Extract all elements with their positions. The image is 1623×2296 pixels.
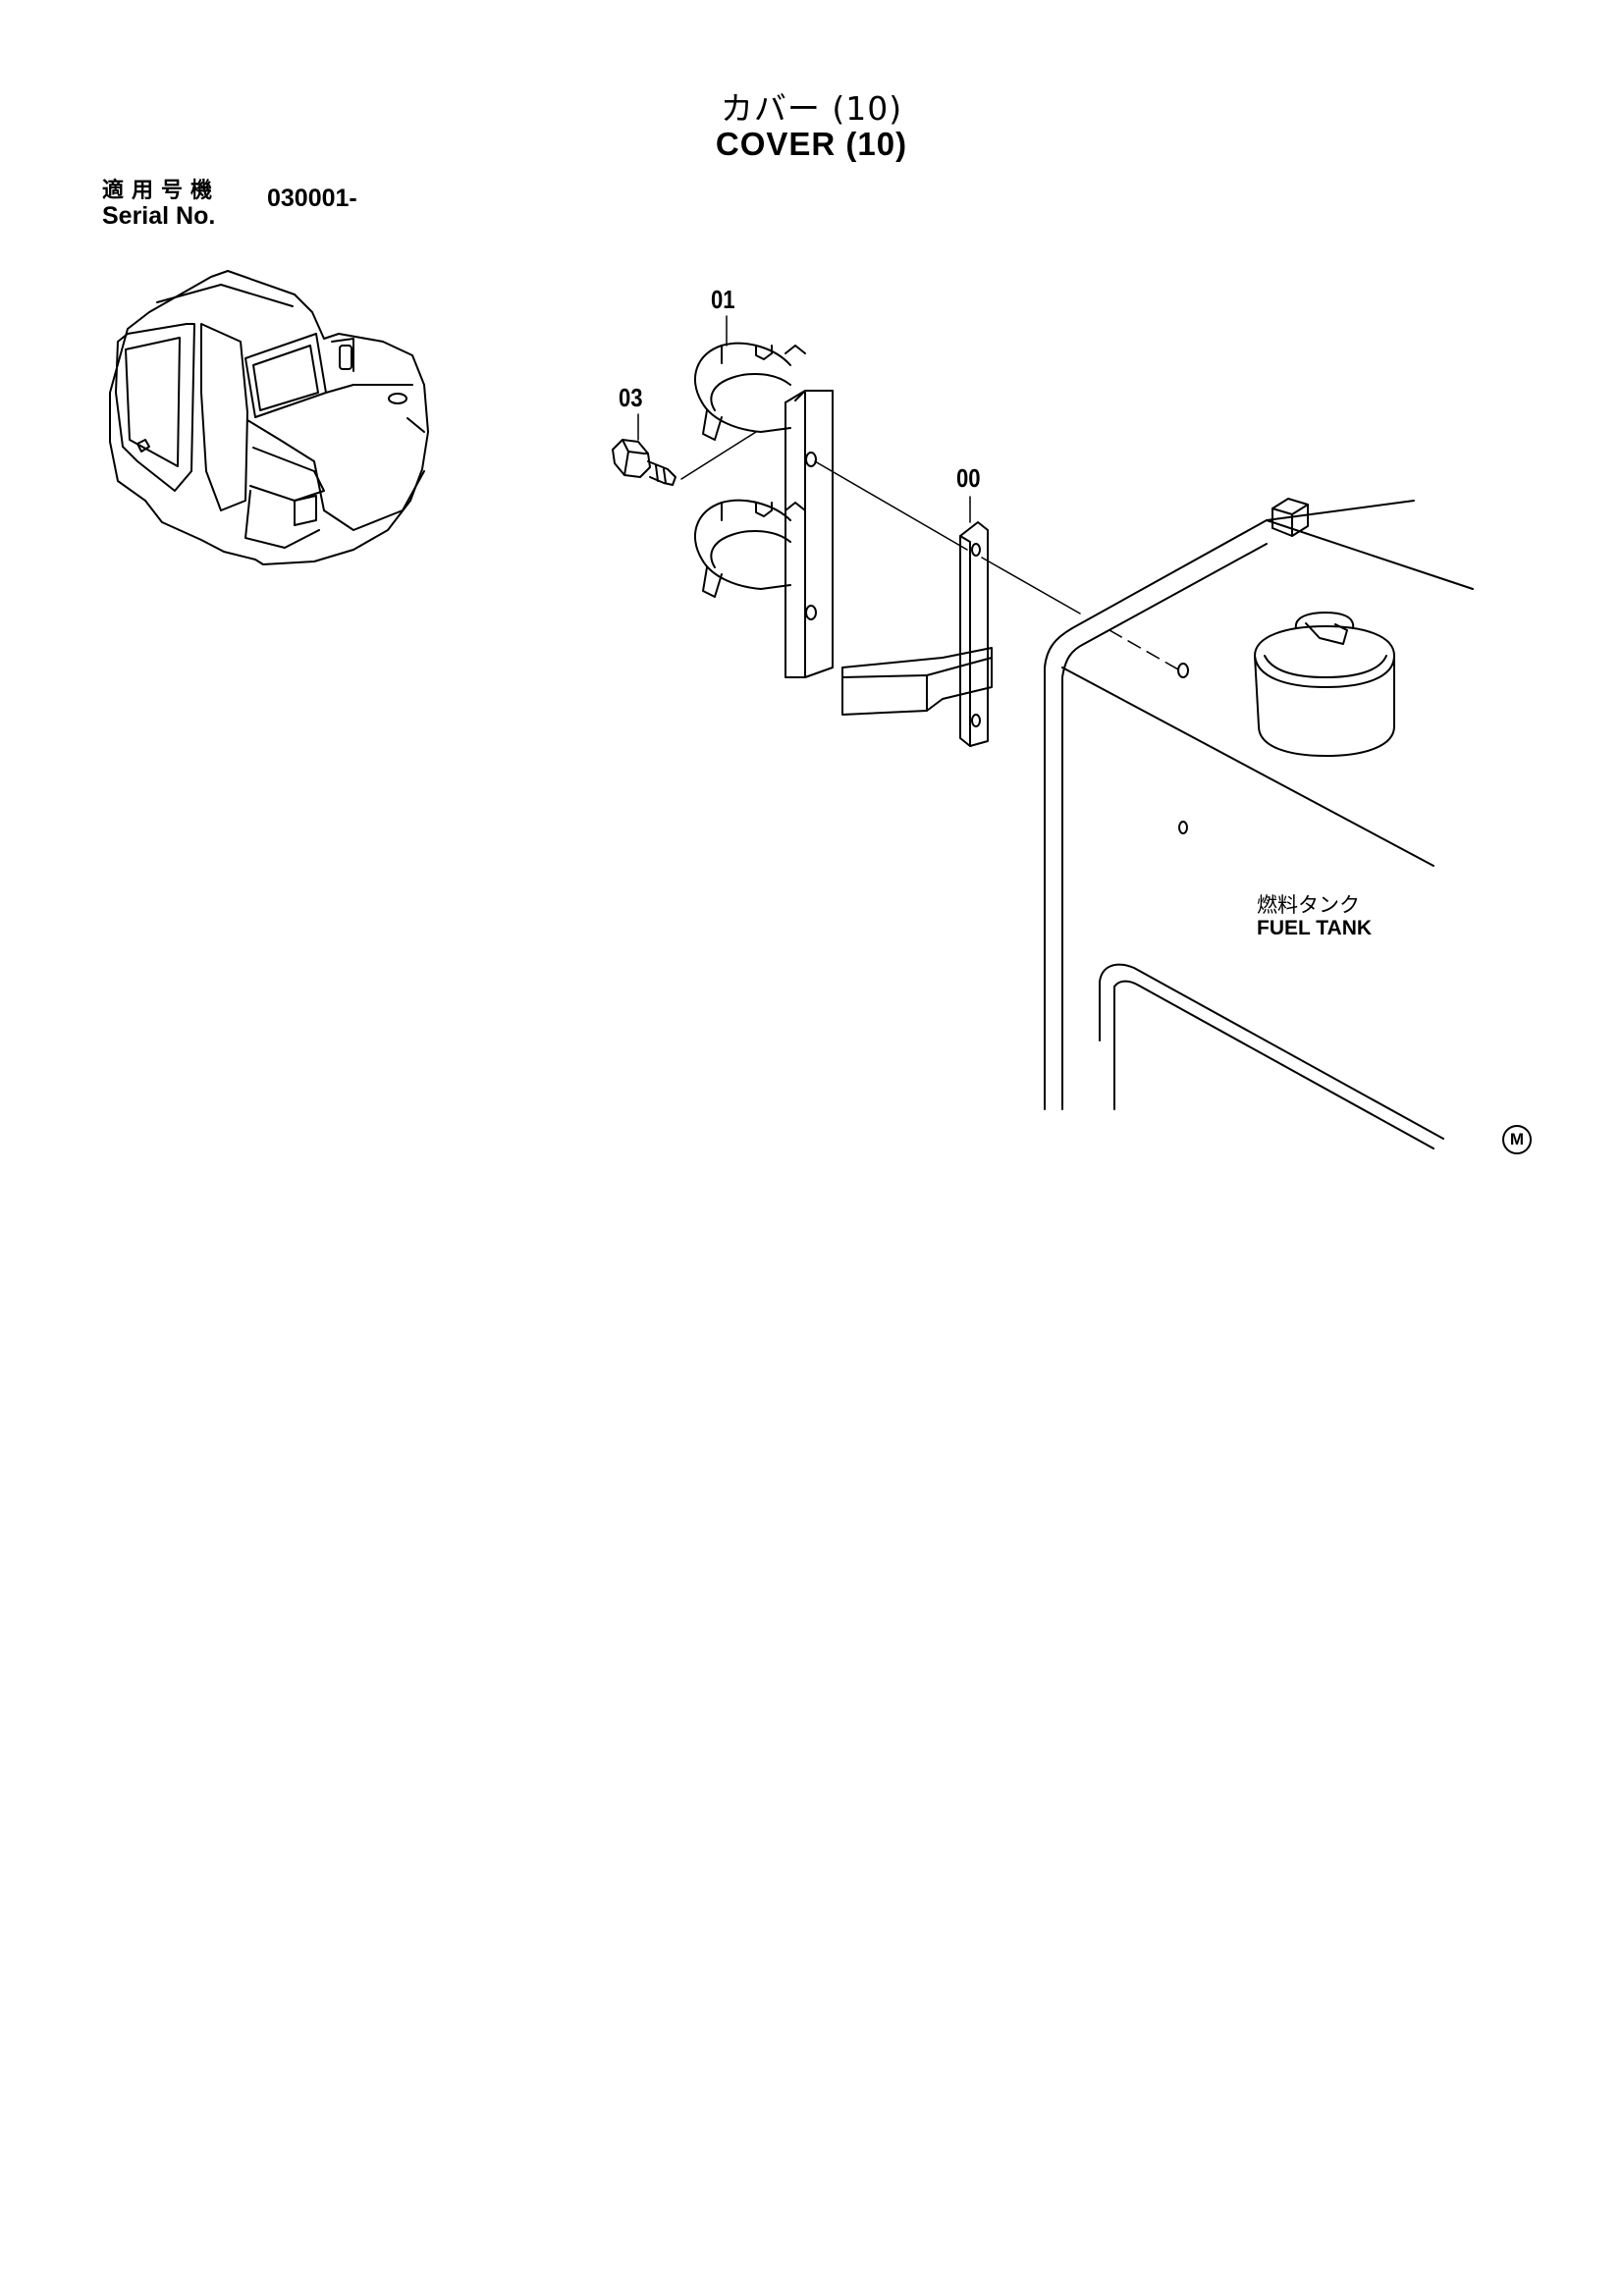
callout-03: 03 — [619, 383, 643, 412]
serial-number: 030001- — [267, 185, 357, 212]
page-title-en: COVER (10) — [715, 126, 908, 162]
callout-leaders — [638, 316, 970, 522]
excavator-thumbnail-icon — [110, 271, 428, 564]
bracket-part — [842, 522, 992, 746]
m-mark: M — [1502, 1125, 1532, 1154]
clamp-bracket-part — [695, 344, 833, 677]
fuel-tank-part — [1045, 499, 1473, 1148]
fuel-tank-label-en: FUEL TANK — [1257, 917, 1373, 939]
bolt-part — [613, 432, 756, 485]
fuel-tank-label-jp: 燃料タンク — [1257, 893, 1360, 917]
callout-00: 00 — [956, 463, 981, 493]
callout-01: 01 — [711, 285, 735, 314]
serial-label-en: Serial No. — [102, 202, 216, 230]
page-title-jp: カバー (10) — [720, 89, 903, 128]
serial-label-jp: 適用号機 — [102, 179, 221, 203]
assembly-lines — [815, 461, 1178, 669]
